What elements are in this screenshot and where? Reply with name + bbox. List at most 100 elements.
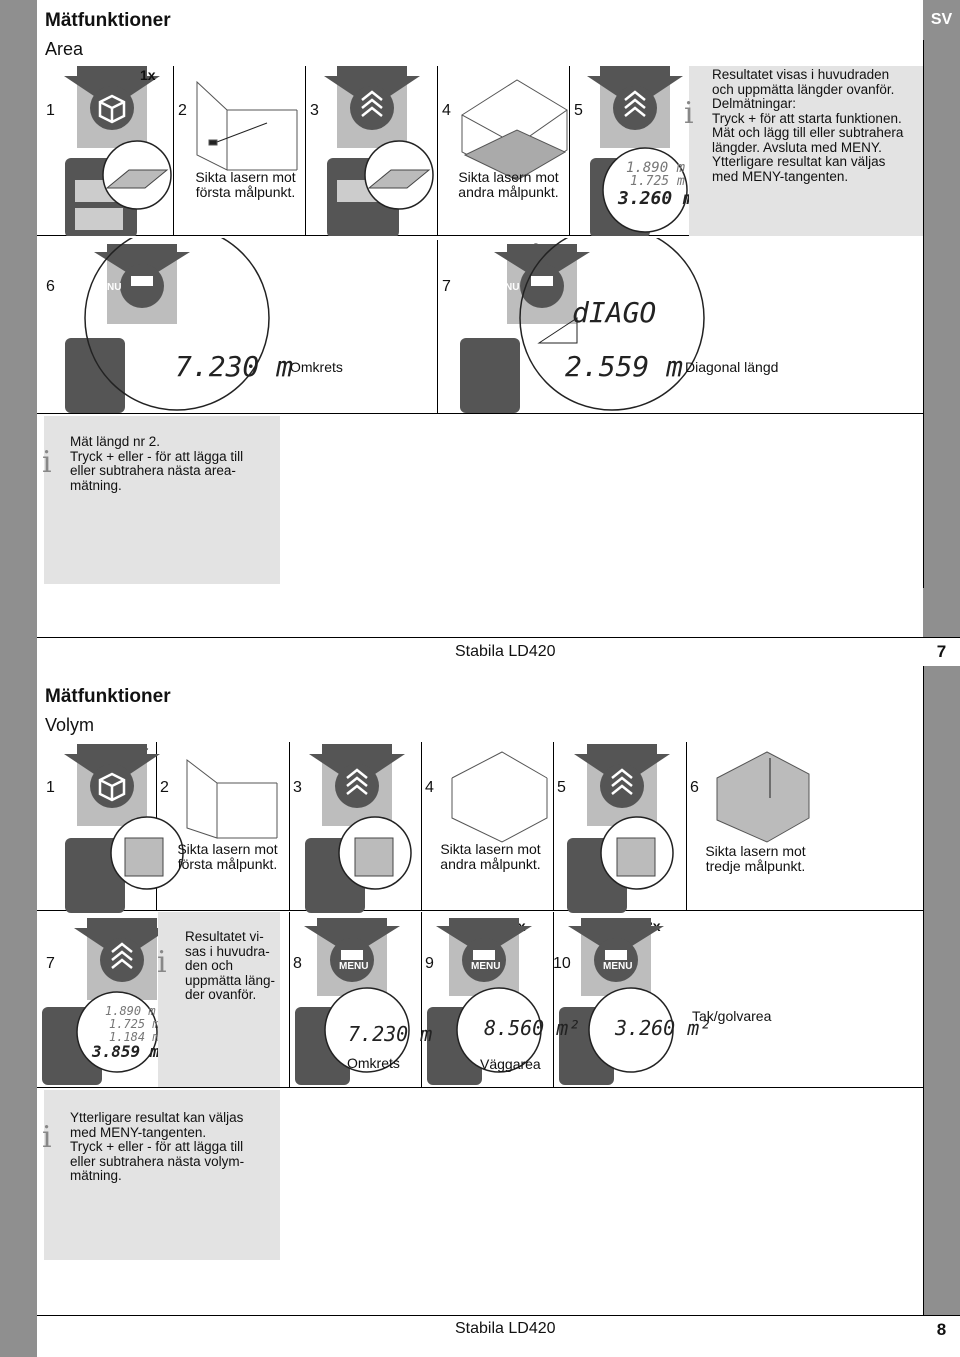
menu-label: MENU xyxy=(339,961,369,972)
step-caption: Sikta lasern mot andra målpunkt. xyxy=(440,841,541,872)
right-margin-bar-bottom xyxy=(923,666,960,1316)
step-number: 4 xyxy=(442,102,451,119)
footer-rule xyxy=(37,637,960,638)
step-number: 4 xyxy=(425,779,434,796)
display-line: 1.725 m xyxy=(109,1017,160,1031)
step-number: 8 xyxy=(293,955,302,972)
display-main-value: 2.559 m xyxy=(565,350,684,383)
menu-button-icon xyxy=(568,918,664,996)
step-divider xyxy=(553,912,554,1087)
info-box xyxy=(689,66,923,236)
left-margin-bar xyxy=(0,0,37,1357)
menu-label: MENU xyxy=(92,282,122,293)
footer-text: Stabila LD420 xyxy=(455,1320,556,1337)
frame-right xyxy=(923,40,924,588)
step-number: 6 xyxy=(690,779,699,796)
room-sketch xyxy=(186,758,278,839)
result-label: Tak/golvarea xyxy=(692,1008,772,1024)
display-main-value: 3.260 m² xyxy=(615,1016,712,1040)
plus-measure-button-icon xyxy=(324,66,434,236)
step-divider xyxy=(437,66,438,236)
step-number: 6 xyxy=(46,278,55,295)
step-caption: Sikta lasern mot tredje målpunkt. xyxy=(705,843,806,874)
page-number: 8 xyxy=(936,1320,947,1339)
area-steps-illustration xyxy=(64,66,688,236)
press-count: 1x xyxy=(140,67,156,83)
info-box xyxy=(44,1090,280,1260)
step-number: 1 xyxy=(46,779,55,796)
display-main-value: 7.230 m xyxy=(175,350,294,383)
info-box xyxy=(44,416,280,584)
plus-measure-button-icon xyxy=(574,744,670,826)
volume-function-button-icon xyxy=(64,744,160,826)
display-main-value: 3.260 m² xyxy=(618,188,705,209)
info-text: Mät längd nr 2. Tryck + eller - för att … xyxy=(70,434,244,493)
step-divider xyxy=(686,742,687,910)
info-icon: i xyxy=(42,1120,52,1155)
frame-right xyxy=(923,666,924,1316)
volume-result-illustration xyxy=(42,912,674,1087)
step-number: 7 xyxy=(46,955,55,972)
right-margin-bar-top xyxy=(923,40,960,638)
step-number: 3 xyxy=(310,102,319,119)
page-subtitle: Volym xyxy=(45,715,95,735)
page-title: Mätfunktioner xyxy=(45,686,171,707)
language-tag: SV xyxy=(923,0,960,40)
step-divider xyxy=(305,66,306,236)
device-icon xyxy=(65,338,125,413)
result-label: Diagonal längd xyxy=(685,359,779,375)
step-caption: Sikta lasern mot första målpunkt. xyxy=(177,841,278,872)
page-subtitle: Area xyxy=(45,39,84,59)
area-function-button-icon xyxy=(64,66,160,148)
page-number: 7 xyxy=(936,642,947,661)
footer-text: Stabila LD420 xyxy=(455,643,556,660)
footer-rule xyxy=(37,1315,960,1316)
menu-button-icon xyxy=(94,244,190,324)
step-divider xyxy=(437,240,438,413)
display-main-value: 7.230 m xyxy=(348,1022,433,1046)
device-icon xyxy=(460,338,520,413)
info-text: Resultatet vi- sas i huvudra- den och up… xyxy=(185,929,276,1002)
step-caption: Sikta lasern mot första målpunkt. xyxy=(195,169,296,200)
step-number: 9 xyxy=(425,955,434,972)
step-divider xyxy=(173,66,174,236)
display-line: 1.890 m xyxy=(626,160,686,176)
info-box xyxy=(158,912,280,1087)
info-icon: i xyxy=(157,945,167,980)
step-divider xyxy=(421,742,422,910)
device-icon xyxy=(65,140,172,236)
room-sketch xyxy=(196,80,298,171)
step-divider xyxy=(553,742,554,910)
info-text: Ytterligare resultat kan väljas med MENY… xyxy=(70,1110,245,1183)
step-divider xyxy=(421,912,422,1087)
display-line: 1.725 m xyxy=(630,174,685,189)
row-divider xyxy=(37,235,923,236)
result-label: Omkrets xyxy=(347,1055,400,1071)
display-line: 1.890 m xyxy=(105,1004,156,1018)
row-divider xyxy=(37,1087,923,1088)
info-icon: i xyxy=(42,445,52,480)
room-wall-sketch xyxy=(716,751,810,843)
step-caption: Sikta lasern mot andra målpunkt. xyxy=(458,169,559,200)
device-icon xyxy=(65,838,125,913)
plus-measure-button-icon xyxy=(74,918,170,1000)
volume-steps-illustration xyxy=(64,744,810,913)
plus-measure-button-icon xyxy=(309,744,405,826)
room-floor-sketch xyxy=(451,751,548,843)
info-icon: i xyxy=(684,96,694,131)
menu-label: MENU xyxy=(490,282,520,293)
step-number: 1 xyxy=(46,102,55,119)
menu-label: MENU xyxy=(603,961,633,972)
menu-button-icon xyxy=(494,244,590,324)
display-mode-text: dIAGO xyxy=(572,296,657,329)
display-main-value: 3.859 m³ xyxy=(92,1042,170,1061)
step-divider xyxy=(289,742,290,910)
step-number: 10 xyxy=(553,955,571,972)
result-label: Omkrets xyxy=(290,359,343,375)
step-divider xyxy=(569,66,570,236)
step-divider xyxy=(289,912,290,1087)
step-number: 3 xyxy=(293,779,302,796)
menu-steps-illustration xyxy=(65,238,705,413)
row-divider xyxy=(37,910,923,911)
info-text: Resultatet visas i huvudraden och uppmät… xyxy=(712,67,904,184)
